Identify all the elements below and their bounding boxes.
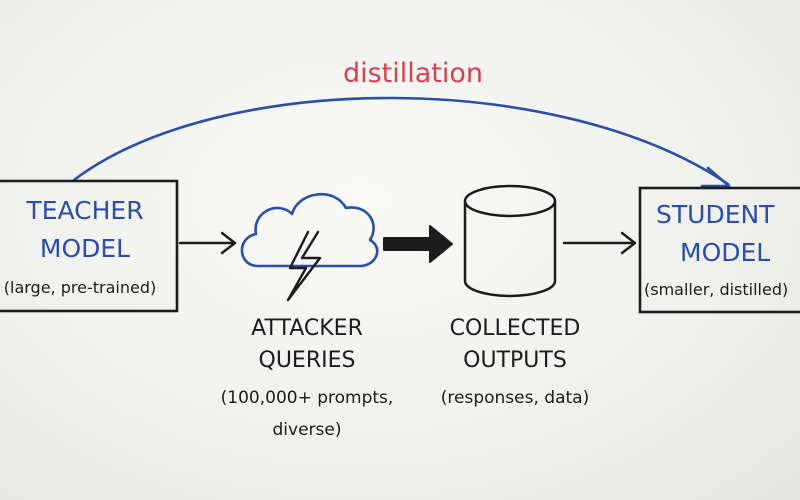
arrow-attacker-to-collected — [383, 225, 453, 263]
database-cylinder-icon — [463, 184, 557, 298]
teacher-title-line1: TEACHER — [26, 196, 144, 225]
attacker-title-line2: QUERIES — [258, 348, 356, 373]
teacher-title-line2: MODEL — [39, 234, 131, 263]
student-title-line2: MODEL — [680, 238, 771, 267]
student-subtitle: (smaller, distilled) — [644, 280, 789, 299]
teacher-model-box — [0, 179, 179, 313]
student-model-box — [638, 186, 800, 314]
student-text-clip: STUDENT MODEL (smaller, distilled) — [640, 188, 800, 312]
attacker-detail-line1: (100,000+ prompts, — [220, 388, 394, 408]
cloud-with-lightning-icon — [240, 192, 379, 302]
student-title-line1: STUDENT — [656, 200, 775, 229]
collected-title-line1: COLLECTED — [449, 316, 581, 341]
collected-detail-line1: (responses, data) — [440, 388, 590, 408]
teacher-subtitle: (large, pre-trained) — [3, 278, 157, 297]
distillation-arrow — [72, 96, 730, 186]
collected-title-line2: OUTPUTS — [463, 348, 567, 373]
arrow-teacher-to-attacker — [178, 231, 237, 255]
attacker-detail-line2: diverse) — [272, 420, 342, 440]
distillation-label: distillation — [342, 58, 484, 89]
arrow-collected-to-student — [562, 231, 637, 255]
distillation-arrowhead — [700, 166, 731, 188]
attacker-title-line1: ATTACKER — [251, 316, 363, 341]
